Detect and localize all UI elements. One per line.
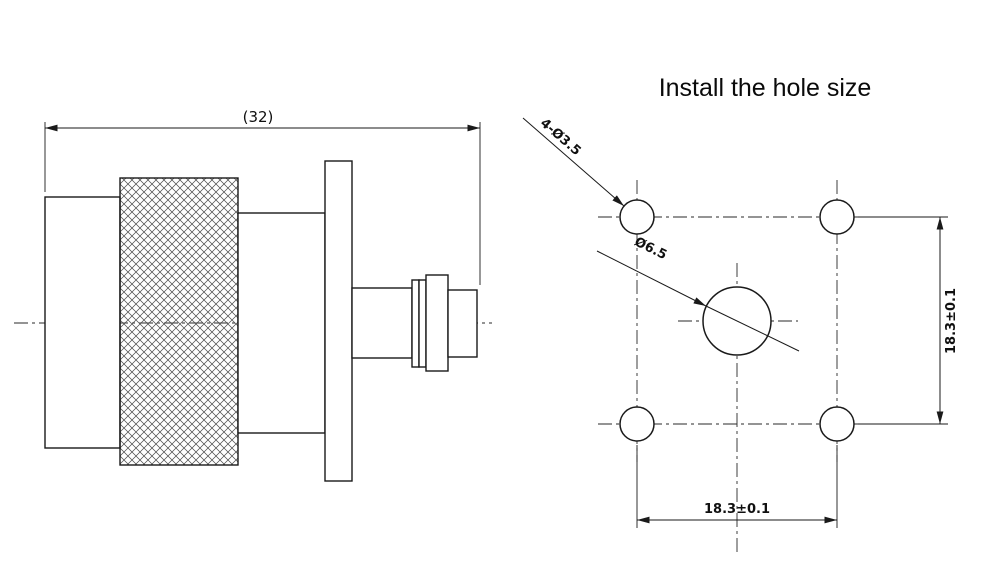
connector-front-cap	[44, 196, 121, 449]
leader-line-center-hole	[596, 250, 707, 307]
sma-washer-1	[411, 279, 420, 368]
leader-line-center-hole-tail	[705, 305, 800, 352]
dimension-horizontal-spacing: 18.3±0.1	[636, 445, 838, 528]
mounting-flange	[324, 160, 353, 482]
leader-line-corner-holes	[522, 117, 625, 207]
mounting-hole-bottom-right	[819, 406, 855, 442]
mounting-hole-top-left	[619, 199, 655, 235]
sma-shaft	[351, 287, 413, 359]
leader-text-center-hole: Ø6.5	[632, 235, 669, 263]
sma-washer-2	[418, 279, 427, 368]
dimension-text-vertical: 18.3±0.1	[944, 288, 959, 354]
connector-side-view: (32)	[14, 108, 492, 482]
dimension-text-horizontal: 18.3±0.1	[704, 502, 770, 517]
sma-nut	[425, 274, 449, 372]
dimension-overall-width: (32)	[44, 108, 481, 285]
dimension-vertical-spacing: 18.3±0.1	[858, 216, 959, 425]
knurled-grip-section	[119, 177, 239, 466]
connector-body-section	[237, 212, 326, 434]
leader-text-corner-holes: 4-Ø3.5	[537, 116, 583, 159]
mounting-hole-top-right	[819, 199, 855, 235]
dimension-text-32: (32)	[243, 108, 274, 126]
leader-corner-holes: 4-Ø3.5	[522, 116, 625, 207]
hole-pattern-view: 4-Ø3.5 Ø6.5 18.3±0.1 18.3±0.1	[522, 116, 959, 556]
page-title: Install the hole size	[659, 74, 872, 102]
mounting-hole-bottom-left	[619, 406, 655, 442]
sma-tip	[447, 289, 478, 358]
